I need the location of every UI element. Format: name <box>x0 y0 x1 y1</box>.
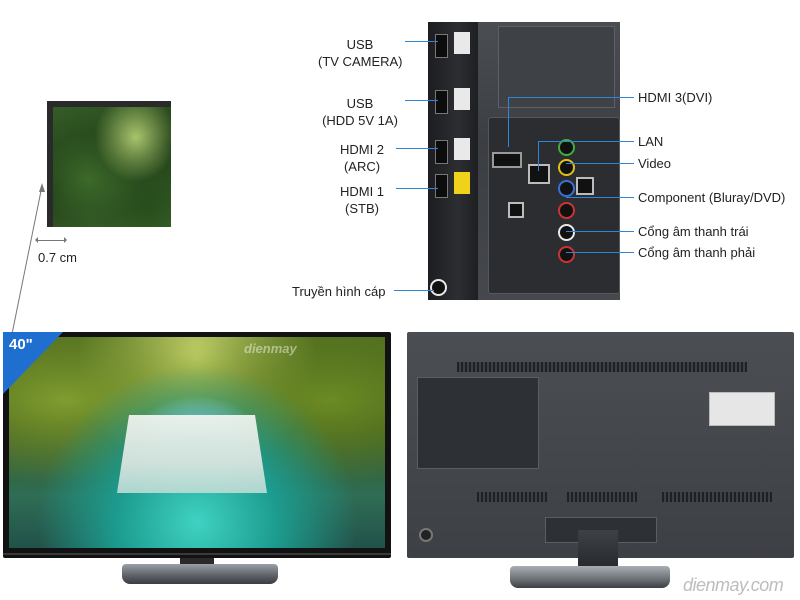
label-cable-tv: Truyền hình cáp <box>292 284 386 299</box>
label-line: USB <box>346 96 374 111</box>
screen-watermark-logo: dienmay <box>244 341 297 356</box>
bezel-thickness-label: 0.7 cm <box>38 250 78 265</box>
callout-line <box>566 231 634 232</box>
label-hdmi1: HDMI 1 (STB) <box>330 183 394 217</box>
callout-line <box>566 163 634 164</box>
panel-sticker <box>498 26 615 108</box>
callout-line <box>566 252 634 253</box>
callout-line <box>394 290 434 291</box>
back-stand-base <box>510 566 670 588</box>
audio-right-jack <box>558 246 575 263</box>
video-jack <box>558 159 575 176</box>
lan-port <box>528 164 550 184</box>
site-watermark: dienmay.com <box>683 575 784 595</box>
port-tag <box>454 88 470 110</box>
double-arrow-icon <box>35 237 67 243</box>
screen-size-text: 40" <box>9 336 33 353</box>
label-line: HDMI 1 <box>339 184 385 199</box>
callout-line <box>396 188 438 189</box>
rear-product-label <box>709 392 775 426</box>
optical-port <box>576 177 594 195</box>
callout-line <box>405 41 438 42</box>
callout-line <box>566 197 634 198</box>
bottom-bezel-strip <box>3 553 391 555</box>
label-component: Component (Bluray/DVD) <box>638 190 786 205</box>
lower-vent <box>567 492 637 502</box>
label-hdmi3: HDMI 3(DVI) <box>638 90 713 105</box>
hdmi3-port <box>492 152 522 168</box>
tv-back-view <box>407 332 794 558</box>
label-line: HDMI 2 <box>339 142 385 157</box>
back-stand-neck <box>578 530 618 570</box>
tv-front-view: dienmay 40" <box>3 332 391 558</box>
power-socket <box>419 528 433 542</box>
callout-line <box>508 97 509 147</box>
front-stand-neck <box>180 558 214 566</box>
callout-line <box>538 141 539 171</box>
label-hdmi2: HDMI 2 (ARC) <box>330 141 394 175</box>
usb-port <box>435 34 448 58</box>
callout-line <box>508 97 634 98</box>
label-audio-right: Cổng âm thanh phải <box>638 245 756 260</box>
audio-left-jack <box>558 224 575 241</box>
label-line: (STB) <box>345 201 379 216</box>
label-line: (TV CAMERA) <box>318 54 403 69</box>
video-jack <box>558 139 575 156</box>
top-vent <box>457 362 747 372</box>
port-panel-photo <box>428 22 620 300</box>
waterfall-image <box>117 415 267 493</box>
label-audio-left: Cổng âm thanh trái <box>638 224 749 239</box>
port-tag <box>454 138 470 160</box>
component-jack <box>558 180 575 197</box>
zoom-screen-image <box>53 107 171 227</box>
label-line: USB <box>346 37 374 52</box>
av-port <box>508 202 524 218</box>
hdmi-port <box>435 174 448 198</box>
label-video: Video <box>638 156 672 171</box>
zoom-bezel-left <box>47 101 53 227</box>
front-stand-base <box>122 564 278 584</box>
label-line: (ARC) <box>343 159 381 174</box>
rear-port-bay <box>417 377 539 469</box>
callout-line <box>396 148 438 149</box>
port-tag <box>454 32 470 54</box>
tv-screen-image: dienmay <box>9 337 385 548</box>
label-usb-hdd: USB (HDD 5V 1A) <box>318 95 402 129</box>
component-jack <box>558 202 575 219</box>
bezel-zoom-thumbnail <box>47 101 171 227</box>
cable-tv-jack <box>430 279 447 296</box>
lower-vent <box>662 492 772 502</box>
label-lan: LAN <box>638 134 664 149</box>
callout-line <box>538 141 634 142</box>
lower-vent <box>477 492 547 502</box>
zoom-pointer-line <box>11 183 45 335</box>
hdmi-port <box>435 140 448 164</box>
callout-line <box>405 100 438 101</box>
label-line: (HDD 5V 1A) <box>322 113 398 128</box>
label-usb-camera: USB (TV CAMERA) <box>318 36 403 70</box>
zoom-bezel-top <box>47 101 171 107</box>
port-tag <box>454 172 470 194</box>
usb-port <box>435 90 448 114</box>
